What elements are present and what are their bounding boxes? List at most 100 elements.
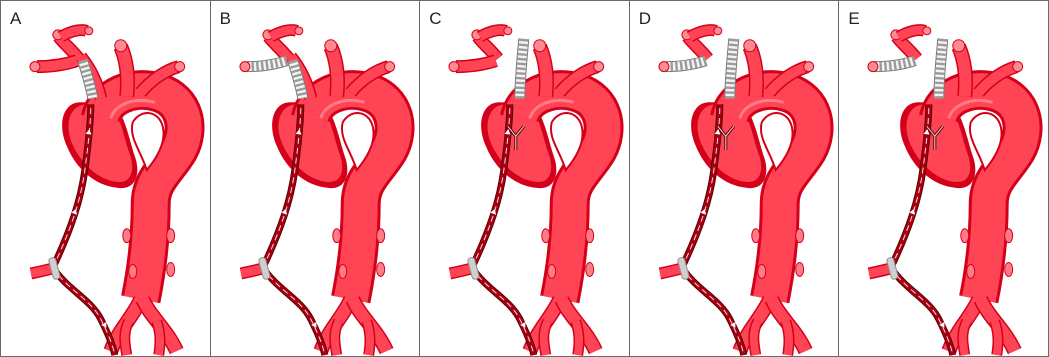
vessel-end [384, 62, 394, 72]
aorta-drawing [659, 27, 814, 355]
vertebral-branch [690, 30, 716, 37]
iliac-bifurcation [740, 299, 806, 355]
femoral-access [450, 257, 480, 280]
intercostal-branch [961, 229, 969, 243]
vessel-end [115, 40, 127, 52]
panel-e: E [839, 1, 1048, 356]
intercostal-branch [1005, 229, 1013, 243]
intercostal-branch [376, 263, 384, 277]
internal-iliac-artery [366, 321, 369, 355]
vertebral-branch [61, 30, 87, 37]
aorta-diagram [211, 1, 420, 356]
iliac-bifurcation [530, 299, 596, 355]
brachiocephalic-artery [540, 47, 547, 97]
femoral-inflow-line [891, 267, 953, 355]
aorta-drawing [449, 27, 604, 355]
iliac-bifurcation [320, 299, 386, 355]
intercostal-branch [586, 229, 594, 243]
femoral-inflow-line [472, 267, 534, 355]
iliac-bifurcation [111, 299, 177, 355]
vessel-end [294, 27, 302, 35]
panel-label: D [639, 9, 651, 29]
left-carotid-graft [939, 39, 943, 99]
left-carotid-distal [268, 37, 288, 59]
intercostal-branch [795, 263, 803, 277]
left-carotid-graft [730, 39, 734, 99]
vessel-end [659, 62, 669, 72]
femoral-access [241, 257, 271, 280]
panel-label: B [220, 9, 231, 29]
left-subclavian-graft [875, 61, 915, 67]
vessel-end [534, 40, 546, 52]
vessel-end [449, 62, 459, 72]
left-subclavian-artery [37, 61, 77, 67]
internal-iliac-artery [544, 321, 548, 355]
panel-b: B [211, 1, 421, 356]
panel-a: A [1, 1, 211, 356]
brachiocephalic-artery [750, 47, 757, 97]
vertebral-branch [899, 30, 925, 37]
intercostal-branch [758, 265, 766, 279]
intercostal-branch [129, 265, 137, 279]
aorta-diagram [1, 1, 210, 356]
vessel-end [1013, 62, 1023, 72]
internal-iliac-artery [334, 321, 338, 355]
internal-iliac-artery [754, 321, 758, 355]
panel-label: E [848, 9, 859, 29]
aorta-drawing [868, 27, 1023, 355]
vessel-end [868, 62, 878, 72]
aorta-diagram [420, 1, 629, 356]
left-subclavian-artery [456, 61, 496, 67]
vertebral-branch [270, 30, 296, 37]
vessel-end [240, 62, 250, 72]
vessel-end [175, 62, 185, 72]
intercostal-branch [167, 229, 175, 243]
intercostal-branch [338, 265, 346, 279]
iliac-bifurcation [949, 299, 1015, 355]
intercostal-branch [752, 229, 760, 243]
aorta-diagram [839, 1, 1048, 356]
left-carotid-distal [897, 37, 917, 59]
brachiocephalic-artery [330, 47, 337, 97]
brachiocephalic-artery [959, 47, 966, 97]
femoral-access [660, 257, 690, 280]
brachiocephalic-artery [121, 47, 128, 97]
femoral-inflow-line [262, 267, 324, 355]
vessel-end [85, 27, 93, 35]
vertebral-branch [480, 30, 506, 37]
aorta-diagram [630, 1, 839, 356]
panel-d: D [630, 1, 840, 356]
femoral-inflow-line [53, 267, 115, 355]
internal-iliac-artery [157, 321, 160, 355]
vessel-end [30, 62, 40, 72]
intercostal-branch [542, 229, 550, 243]
aorta-drawing [30, 27, 185, 355]
intercostal-branch [123, 229, 131, 243]
femoral-inflow-line [682, 267, 744, 355]
internal-iliac-artery [785, 321, 788, 355]
intercostal-branch [332, 229, 340, 243]
vessel-end [504, 27, 512, 35]
left-subclavian-graft [666, 61, 706, 67]
intercostal-branch [795, 229, 803, 243]
vessel-end [324, 40, 336, 52]
left-subclavian-graft [247, 61, 287, 67]
panel-label: A [10, 9, 21, 29]
vessel-end [803, 62, 813, 72]
left-carotid-distal [59, 37, 79, 59]
internal-iliac-artery [963, 321, 967, 355]
internal-iliac-artery [995, 321, 998, 355]
left-carotid-distal [478, 37, 498, 59]
panel-label: C [429, 9, 441, 29]
vessel-end [744, 40, 756, 52]
vessel-end [594, 62, 604, 72]
vessel-end [714, 27, 722, 35]
internal-iliac-artery [576, 321, 579, 355]
intercostal-branch [548, 265, 556, 279]
vessel-end [953, 40, 965, 52]
intercostal-branch [167, 263, 175, 277]
aorta-drawing [240, 27, 395, 355]
intercostal-branch [1005, 263, 1013, 277]
left-carotid-distal [688, 37, 708, 59]
